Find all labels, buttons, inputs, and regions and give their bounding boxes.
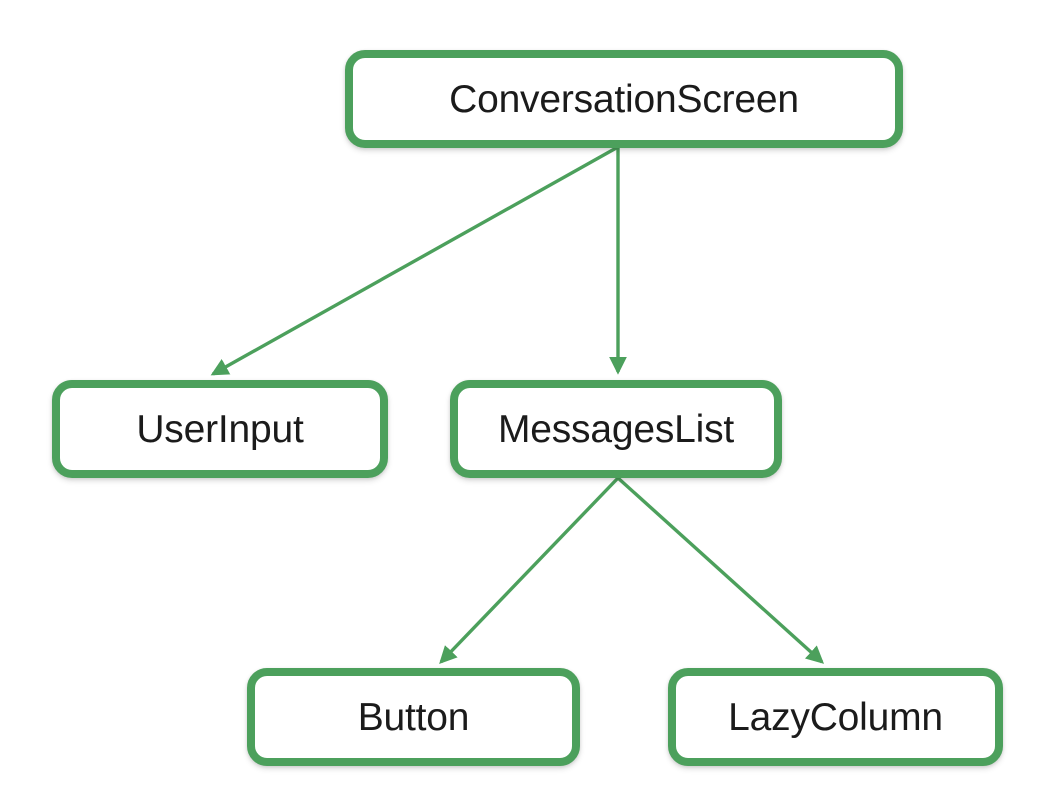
node-label: UserInput — [136, 407, 304, 451]
node-lazycolumn[interactable]: LazyColumn — [668, 668, 1003, 766]
node-label: LazyColumn — [728, 695, 943, 739]
node-label: Button — [357, 695, 470, 739]
node-userinput[interactable]: UserInput — [52, 380, 388, 478]
node-button[interactable]: Button — [247, 668, 580, 766]
edge-conversationscreen-userinput — [210, 145, 619, 376]
edge-messageslist-lazycolumn — [616, 476, 825, 664]
node-label: ConversationScreen — [449, 77, 799, 121]
node-label: MessagesList — [497, 407, 735, 451]
node-messageslist[interactable]: MessagesList — [450, 380, 782, 478]
node-conversationscreen[interactable]: ConversationScreen — [345, 50, 903, 148]
edge-messageslist-button — [439, 476, 620, 664]
